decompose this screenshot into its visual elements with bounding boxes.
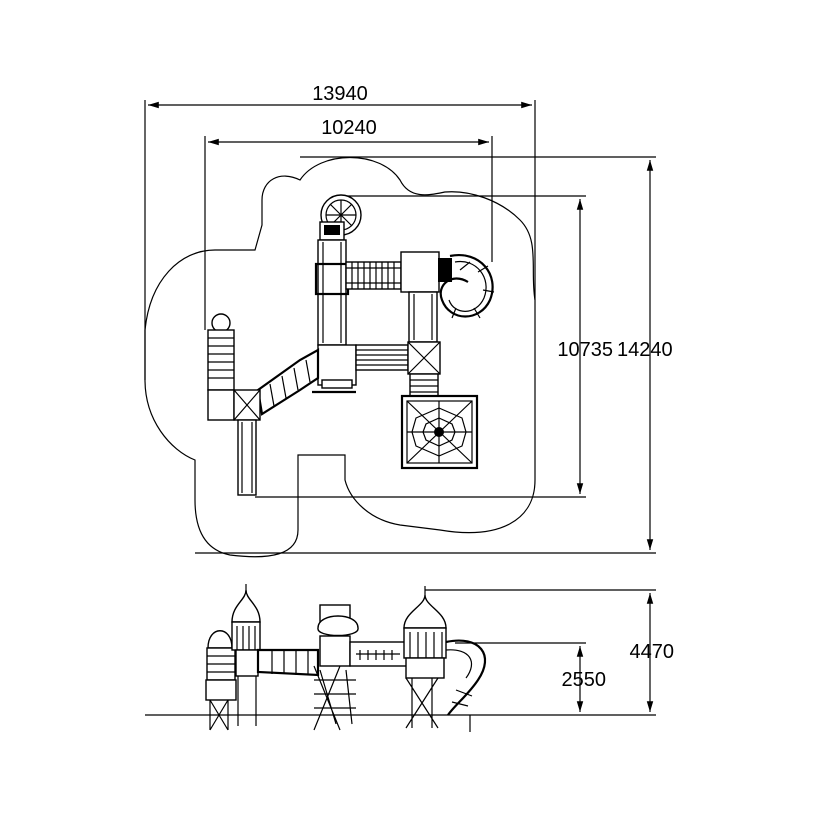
right-tower-plan bbox=[400, 251, 452, 343]
deck-column-left bbox=[314, 239, 350, 346]
dimension-equipment-depth: 10735 bbox=[255, 195, 613, 498]
center-tower-elevation bbox=[313, 604, 359, 731]
safety-zone-outline bbox=[144, 156, 536, 558]
left-tower-plan bbox=[207, 313, 261, 496]
dimension-label-10240: 10240 bbox=[321, 117, 377, 139]
tube-slide-elevation bbox=[256, 648, 320, 677]
round-tower-plan bbox=[319, 194, 362, 241]
dimension-overall-depth: 14240 bbox=[195, 156, 673, 554]
plan-view: 13940 10240 10735 14240 bbox=[144, 83, 673, 558]
spiral-slide-elevation bbox=[445, 639, 487, 732]
bridge-plan bbox=[345, 261, 402, 290]
dimension-platform-height: 2550 bbox=[455, 642, 607, 712]
dome-tower-2-elevation bbox=[403, 586, 447, 729]
dimension-label-4470: 4470 bbox=[630, 641, 675, 663]
dimension-total-height: 4470 bbox=[425, 589, 675, 712]
dimension-label-10735: 10735 bbox=[557, 339, 613, 361]
spiral-slide-plan bbox=[439, 254, 495, 319]
bridge-elevation bbox=[349, 641, 409, 667]
dimension-label-2550: 2550 bbox=[562, 669, 607, 691]
dimension-label-14240: 14240 bbox=[617, 339, 673, 361]
dimension-equipment-width: 10240 bbox=[204, 117, 493, 330]
left-tower-elevation bbox=[205, 630, 237, 731]
spider-web-climber-plan bbox=[400, 394, 479, 470]
dome-tower-1-elevation bbox=[231, 584, 261, 726]
tube-slide-plan bbox=[256, 348, 320, 416]
middle-deck-plan bbox=[312, 341, 441, 397]
dimension-label-13940: 13940 bbox=[312, 83, 368, 105]
elevation-view: 4470 2550 bbox=[145, 584, 674, 732]
dimension-overall-width: 13940 bbox=[144, 83, 536, 380]
